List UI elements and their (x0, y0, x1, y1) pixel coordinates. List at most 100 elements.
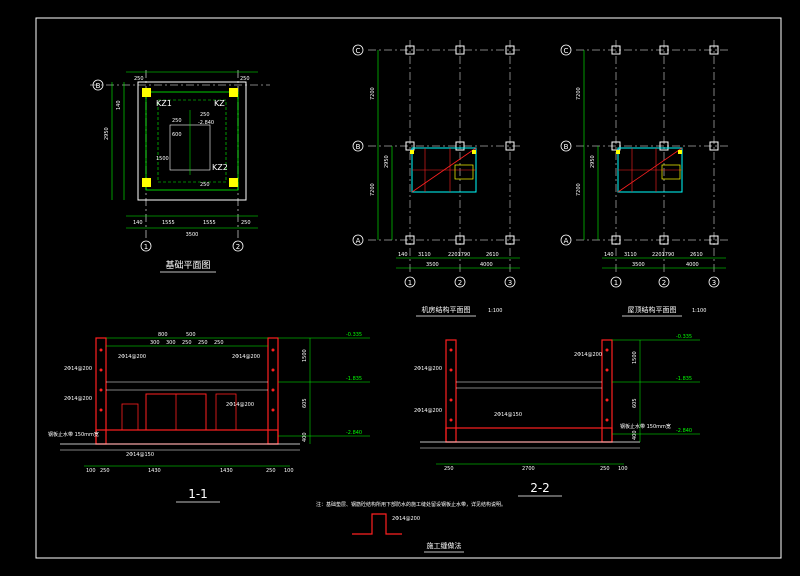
detail-label: 2Φ14@200 (392, 516, 420, 522)
s11-top-800: 800 (158, 332, 168, 338)
mr-dim-b3: 2201790 (448, 252, 470, 258)
column-kz1b (142, 178, 151, 187)
machine-room-plan: C B A 1 2 3 7200 2950 7200 140 3110 2201… (352, 40, 520, 317)
mr-dim-b2: 3110 (418, 252, 431, 258)
roof-plan: C B A 1 2 3 7200 2950 7200 140 3110 2201… (560, 40, 728, 317)
s11-top-500: 500 (186, 332, 196, 338)
s22-dim-b2: 2700 (522, 466, 535, 472)
rf-axis-2: 2 (662, 279, 666, 287)
waterstop-detail (352, 513, 402, 535)
kz2-label: KZ2 (212, 163, 228, 172)
s11-top-250c: 250 (214, 340, 224, 346)
s22-dim-b1: 250 (444, 466, 454, 472)
s11-label-1: 2Φ14@200 (64, 366, 92, 372)
s22-dim-r3: 400 (632, 430, 638, 440)
mr-dim-t1: 3500 (426, 262, 439, 268)
general-note: 注：基础垫层、钢筋砼结构所用下部防水的施工缝处留设钢板止水带，详见结构说明。 (316, 501, 506, 508)
s11-dim-b4: 1430 (220, 468, 233, 474)
rf-axis-a: A (564, 237, 569, 245)
rf-dim-b4: 2610 (690, 252, 703, 258)
dim-left-a: 2950 (104, 127, 110, 140)
mr-dim-t2: 4000 (480, 262, 493, 268)
foundation-plan: B 1 2 KZ1 KZ KZ2 140 1555 1555 250 3500 … (90, 70, 270, 273)
foundation-plan-title: 基础平面图 (165, 259, 210, 271)
mr-dim-l3: 7200 (370, 183, 376, 196)
detail-title: 施工缝做法 (427, 541, 462, 550)
section-2-2-title: 2-2 (530, 481, 550, 495)
s11-dim-r3: 400 (302, 432, 308, 442)
roof-plan-scale: 1:100 (692, 308, 706, 314)
dim-140: 140 (133, 220, 143, 226)
s22-elev-1: -0.335 (676, 334, 692, 340)
dim-left-b: 140 (116, 100, 122, 110)
s11-elev-2: -1.835 (346, 376, 362, 382)
s11-dim-r1: 1500 (302, 349, 308, 362)
inner-dim-2: 600 (172, 132, 182, 138)
kz1-label: KZ1 (156, 99, 172, 108)
s22-label-1: 2Φ14@200 (414, 366, 442, 372)
rf-dim-l1: 7200 (576, 87, 582, 100)
dim-1555b: 1555 (203, 220, 216, 226)
s11-dim-b3: 1430 (148, 468, 161, 474)
drawing-frame (35, 17, 782, 559)
s11-note: 钢板止水带 150mm宽 (48, 431, 99, 438)
rf-dim-t2: 4000 (686, 262, 699, 268)
dim-top-a: 250 (134, 76, 144, 82)
rf-dim-b1: 140 (604, 252, 614, 258)
rf-dim-b3: 2201790 (652, 252, 674, 258)
axis-label-1: 1 (144, 243, 148, 251)
kz-label: KZ (214, 99, 225, 108)
s22-dim-r2: 605 (632, 398, 638, 408)
dim-1555a: 1555 (162, 220, 175, 226)
roof-plan-title: 屋顶结构平面图 (628, 305, 677, 314)
inner-dim-3: 250 (200, 112, 210, 118)
s22-label-2: 2Φ14@200 (414, 408, 442, 414)
column-kz (229, 88, 238, 97)
mr-dim-l1: 7200 (370, 87, 376, 100)
inner-dim-6: 250 (200, 182, 210, 188)
s11-top-250b: 250 (198, 340, 208, 346)
rf-dim-l2: 2950 (590, 155, 596, 168)
mr-axis-1: 1 (408, 279, 412, 287)
machine-room-scale: 1:100 (488, 308, 502, 314)
s11-top-300b: 300 (166, 340, 176, 346)
notes-block: 注：基础垫层、钢筋砼结构所用下部防水的施工缝处留设钢板止水带，详见结构说明。 2… (316, 501, 506, 553)
s22-elev-2: -1.835 (676, 376, 692, 382)
s11-elev-3: -2.840 (346, 430, 362, 436)
section-2-2: -0.335 -1.835 -2.840 1500 605 400 2Φ14@2… (414, 334, 700, 497)
s11-top-250a: 250 (182, 340, 192, 346)
rf-axis-c: C (564, 47, 569, 55)
axis-label-2: 2 (236, 243, 240, 251)
s22-label-3: 2Φ14@200 (574, 352, 602, 358)
s22-note: 钢板止水带 150mm宽 (620, 423, 671, 430)
s22-dim-b4: 100 (618, 466, 628, 472)
inner-dim-5: 1500 (156, 156, 169, 162)
s11-label-6: 2Φ14@200 (232, 354, 260, 360)
column-kz1 (142, 88, 151, 97)
rf-dim-t1: 3500 (632, 262, 645, 268)
mr-axis-3: 3 (508, 279, 512, 287)
s22-dim-r1: 1500 (632, 351, 638, 364)
mr-dim-l2: 2950 (384, 155, 390, 168)
mr-axis-b: B (356, 143, 361, 151)
s11-label-3: 2Φ14@200 (118, 354, 146, 360)
inner-dim-1: 250 (172, 118, 182, 124)
s11-top-300a: 300 (150, 340, 160, 346)
s11-label-5: 2Φ14@150 (126, 452, 154, 458)
s11-label-2: 2Φ14@200 (64, 396, 92, 402)
s11-dim-b6: 100 (284, 468, 294, 474)
s11-elev-1: -0.335 (346, 332, 362, 338)
column-kz2 (229, 178, 238, 187)
rf-axis-1: 1 (614, 279, 618, 287)
s11-dim-b5: 250 (266, 468, 276, 474)
inner-dim-4: -2.840 (198, 120, 214, 126)
section-1-1: 800 500 300 300 250 250 250 -0.335 -1.83… (48, 332, 370, 503)
s11-dim-r2: 605 (302, 398, 308, 408)
mr-dim-b1: 140 (398, 252, 408, 258)
rf-axis-3: 3 (712, 279, 716, 287)
mr-axis-c: C (356, 47, 361, 55)
dim-250: 250 (241, 220, 251, 226)
s22-elev-3: -2.840 (676, 428, 692, 434)
section-1-1-title: 1-1 (188, 487, 208, 501)
